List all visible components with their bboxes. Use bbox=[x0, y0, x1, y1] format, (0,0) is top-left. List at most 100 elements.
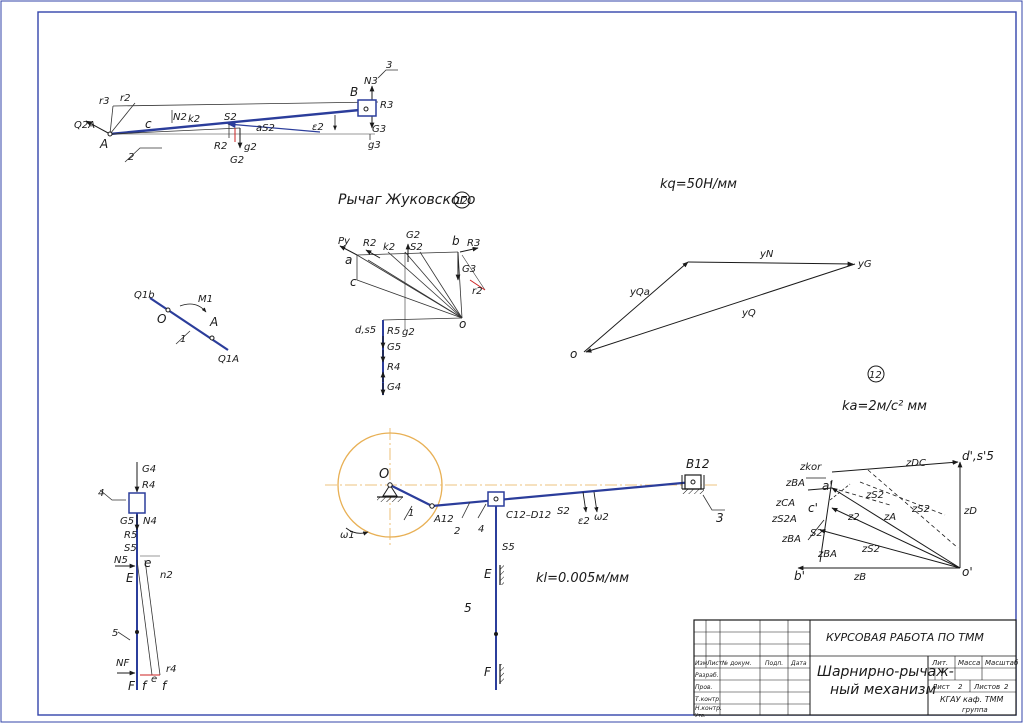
accel-polygon: 12 ka=2м/с² мм d',s'5 zkor zBA a' zS2 zD… bbox=[771, 365, 994, 583]
label-A: A bbox=[99, 137, 108, 151]
accel-scale: ka=2м/с² мм bbox=[842, 399, 927, 414]
accel-a: a' bbox=[822, 479, 833, 493]
zh-c: c bbox=[350, 275, 357, 289]
mech-B12: B12 bbox=[686, 457, 710, 471]
accel-zS2: zS2 bbox=[865, 490, 884, 501]
mech-scale: kl=0.005м/мм bbox=[536, 571, 629, 586]
force-yQ: yQ bbox=[741, 308, 756, 319]
label-G3: G3 bbox=[372, 124, 386, 135]
l45-f2: f bbox=[162, 679, 168, 693]
l45-G5: G5 bbox=[120, 516, 134, 527]
tb-sheet: Лист bbox=[931, 683, 951, 691]
accel-zA: zA bbox=[883, 512, 896, 523]
zh-R5: R5 bbox=[387, 326, 400, 337]
label-r2: r2 bbox=[120, 93, 130, 104]
mech-w2: ω2 bbox=[594, 512, 609, 523]
tb-lit: Лит. bbox=[931, 659, 948, 667]
accel-zDC: zDC bbox=[905, 458, 926, 469]
mechanism-scheme: O B12 1 A12 2 4 C12–D12 S2 ε2 ω2 3 ω1 S5… bbox=[325, 428, 725, 690]
accel-zkor: zkor bbox=[799, 462, 822, 473]
accel-zBA: zBA bbox=[781, 534, 801, 545]
tb-row-razrab: Разраб. bbox=[695, 672, 719, 679]
crank-O: O bbox=[157, 312, 166, 326]
accel-S2: S2' bbox=[810, 528, 825, 539]
l45-N5: N5 bbox=[114, 555, 128, 566]
tb-mass: Масса bbox=[958, 659, 980, 667]
mech-5: 5 bbox=[464, 601, 472, 615]
tb-group: группа bbox=[962, 706, 988, 714]
tb-col-sign: Подп. bbox=[765, 660, 783, 667]
l45-R4: R4 bbox=[142, 480, 155, 491]
accel-zBAt: zBA bbox=[817, 549, 837, 560]
zh-g2: g2 bbox=[402, 327, 415, 338]
label-N2: N2 bbox=[173, 112, 187, 123]
tb-row-prov: Пров. bbox=[695, 684, 713, 691]
accel-o: o' bbox=[962, 565, 973, 579]
mech-A12: A12 bbox=[433, 514, 454, 525]
mech-3: 3 bbox=[716, 511, 724, 525]
label-k2: k2 bbox=[188, 114, 200, 125]
tb-row-tkontr: Т.контр. bbox=[695, 696, 721, 703]
tb-sheets-num: 2 bbox=[1004, 683, 1009, 691]
l45-G4: G4 bbox=[142, 464, 156, 475]
accel-zB: zB bbox=[853, 572, 866, 583]
label-3: 3 bbox=[386, 60, 392, 71]
label-g2: g2 bbox=[244, 142, 257, 153]
tb-col-doc: № докум. bbox=[721, 660, 752, 667]
slider-4 bbox=[128, 492, 146, 514]
label-R3: R3 bbox=[380, 100, 393, 111]
mech-C12: C12–D12 bbox=[506, 510, 551, 521]
mech-w1: ω1 bbox=[340, 530, 355, 541]
label-2: 2 bbox=[128, 152, 134, 163]
coupler-link-2 bbox=[431, 480, 694, 508]
label-e2: ε2 bbox=[312, 122, 324, 133]
mech-F: F bbox=[484, 665, 492, 679]
tb-sheets: Листов bbox=[973, 683, 1000, 691]
link2-bar bbox=[109, 107, 371, 136]
zh-R3: R3 bbox=[467, 238, 480, 249]
link23-force-view: r3 r2 N2 k2 S2 B N3 3 R3 Q2A c aS2 ε2 G3… bbox=[74, 60, 398, 166]
tb-sheet-num: 2 bbox=[958, 683, 963, 691]
accel-d: d',s'5 bbox=[962, 449, 994, 463]
l45-F: F bbox=[128, 679, 136, 693]
tb-row-nkontr: Н.контр. bbox=[695, 705, 722, 712]
label-B: B bbox=[350, 85, 358, 99]
zh-G3: G3 bbox=[462, 264, 476, 275]
tb-col-date: Дата bbox=[790, 660, 807, 667]
accel-b: b' bbox=[794, 569, 805, 583]
crank-M1: M1 bbox=[198, 294, 213, 305]
accel-zD: zD bbox=[963, 506, 977, 517]
l45-e: e bbox=[144, 556, 151, 570]
zh-k2: k2 bbox=[383, 242, 395, 253]
label-c: c bbox=[145, 117, 152, 131]
mech-S2: S2 bbox=[557, 506, 570, 517]
zhukovsky-badge-circle bbox=[453, 191, 471, 209]
title-block: КУРСОВАЯ РАБОТА ПО ТММ Шарнирно-рычаж- н… bbox=[693, 619, 1019, 719]
crank-Q1A: Q1A bbox=[218, 354, 239, 365]
l45-N4: N4 bbox=[143, 516, 157, 527]
mech-S5: S5 bbox=[502, 542, 515, 553]
zh-G4: G4 bbox=[387, 382, 401, 393]
label-g3: g3 bbox=[368, 140, 381, 151]
accel-zS2A: zS2A bbox=[771, 514, 797, 525]
label-r3: r3 bbox=[99, 96, 109, 107]
label-S2: S2 bbox=[224, 112, 237, 123]
force-yQa: yQa bbox=[629, 287, 650, 298]
crank-1: 1 bbox=[180, 334, 186, 345]
force-yG: yG bbox=[857, 259, 872, 270]
zh-G2: G2 bbox=[406, 230, 420, 241]
inner-frame bbox=[37, 11, 1017, 716]
crank-bar bbox=[149, 297, 229, 351]
zh-R2: R2 bbox=[363, 238, 376, 249]
crank-Q1b: Q1b bbox=[134, 290, 155, 301]
label-Q2A: Q2A bbox=[74, 120, 95, 131]
link45-force-view: G4 R4 4 G5 N4 R5 S5 N5 e n2 E 5 NF r4 F … bbox=[98, 462, 176, 693]
zh-r2: r2 bbox=[472, 286, 482, 297]
mech-4: 4 bbox=[478, 524, 484, 535]
zh-G5: G5 bbox=[387, 342, 401, 353]
zh-o: o bbox=[459, 317, 466, 331]
accel-eps: z2 bbox=[847, 512, 860, 523]
mech-e2: ε2 bbox=[578, 516, 590, 527]
